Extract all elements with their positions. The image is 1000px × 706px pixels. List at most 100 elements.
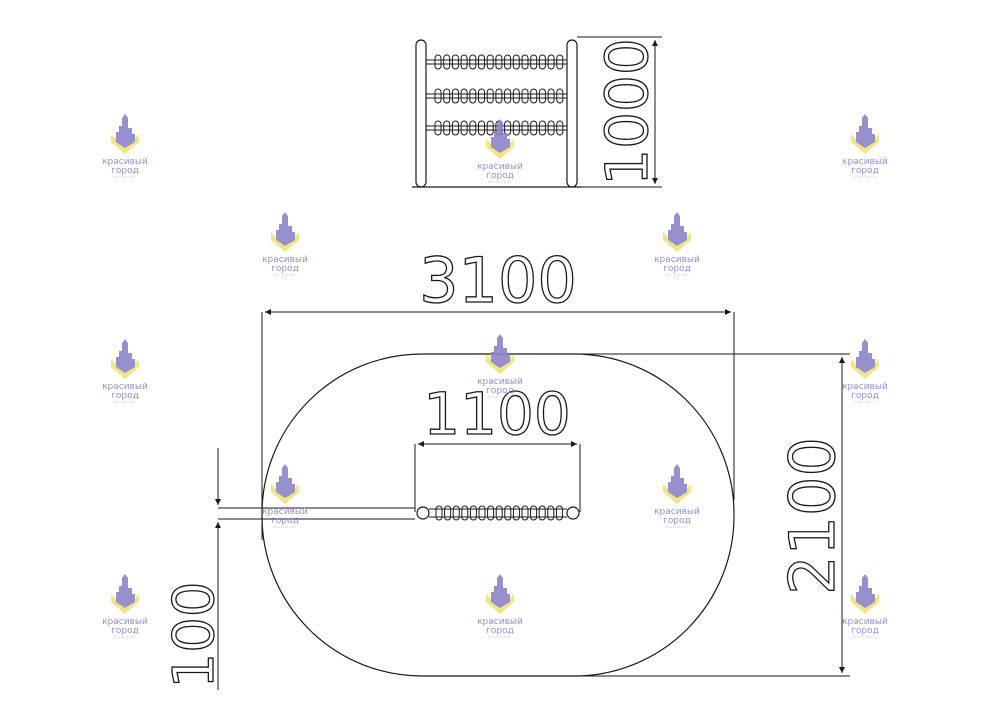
logo-chevron-icon (851, 134, 879, 154)
watermark-brand-line1: красивый (842, 382, 888, 392)
city-shield-logo-icon (856, 574, 875, 608)
roller-segment (469, 88, 477, 104)
watermark-brand-line1: красивый (102, 617, 148, 627)
roller-segment (434, 88, 442, 104)
roller-segment (495, 505, 503, 521)
city-shield-logo-icon (856, 339, 875, 373)
roller-segment (451, 54, 459, 70)
roller-segment (504, 54, 512, 70)
watermark-brand-line1: красивый (102, 382, 148, 392)
watermark-brand-line1: красивый (654, 507, 700, 517)
depth-overall-label: 2100 (776, 437, 849, 595)
left-post-plan (416, 506, 430, 520)
roller-segment (504, 88, 512, 104)
city-shield-logo-icon (276, 212, 295, 246)
roller-segment (547, 54, 555, 70)
roller-segment (469, 120, 477, 136)
roller-segment (452, 505, 460, 521)
roller-bars (426, 54, 567, 136)
city-shield-logo-icon (116, 339, 135, 373)
elevation-view: 1000 (412, 36, 662, 188)
watermark-brand-line1: красивый (842, 617, 888, 627)
roller-bar-plan (429, 505, 567, 521)
roller-segment (469, 54, 477, 70)
roller-segment (435, 505, 443, 521)
city-shield-logo-icon (491, 574, 510, 608)
watermark-brand-line2: город (486, 171, 514, 181)
roller-segment (521, 88, 529, 104)
city-shield-logo-icon (491, 119, 510, 153)
roller-segment (538, 54, 546, 70)
left-post (415, 39, 427, 188)
roller-segment (469, 505, 477, 521)
logo-chevron-icon (486, 139, 514, 159)
watermark-brand-line2: город (486, 626, 514, 636)
roller-segment (495, 88, 503, 104)
logo-chevron-icon (486, 594, 514, 614)
roller-segment (443, 54, 451, 70)
roller-segment (521, 505, 529, 521)
watermark-brand-line2: город (271, 516, 299, 526)
roller-row (426, 88, 567, 104)
roller-segment (434, 120, 442, 136)
logo-chevron-icon (111, 134, 139, 154)
height-dimension-label: 1000 (593, 38, 661, 186)
city-shield-logo-icon (116, 574, 135, 608)
roller-segment (504, 505, 512, 521)
roller-segment (521, 54, 529, 70)
roller-segment (547, 505, 555, 521)
roller-segment (530, 54, 538, 70)
width-overall-label: 3100 (419, 244, 577, 317)
roller-segment (538, 88, 546, 104)
roller-segment (504, 120, 512, 136)
roller-segment (512, 120, 520, 136)
city-shield-logo-icon (856, 114, 875, 148)
plan-view: 3100 1100 100 2100 (161, 243, 850, 690)
roller-segment (478, 120, 485, 136)
logo-chevron-icon (111, 594, 139, 614)
logo-chevron-icon (111, 359, 139, 379)
roller-segment (547, 120, 555, 136)
watermark-brand-line1: красивый (262, 507, 308, 517)
watermark-brand-line1: красивый (477, 377, 523, 387)
roller-segment (443, 120, 451, 136)
city-shield-logo-icon (116, 114, 135, 148)
roller-segment (530, 505, 538, 521)
roller-segment (512, 88, 520, 104)
roller-segment (486, 120, 494, 136)
roller-segment (495, 54, 503, 70)
city-shield-logo-icon (491, 334, 510, 368)
logo-chevron-icon (851, 359, 879, 379)
width-inner-label: 1100 (423, 380, 571, 448)
roller-segment (451, 88, 459, 104)
roller-segment (460, 88, 468, 104)
roller-segment (538, 120, 546, 136)
logo-chevron-icon (271, 232, 299, 252)
roller-segment (478, 505, 486, 521)
offset-label: 100 (162, 582, 227, 689)
watermark-brand-line2: город (851, 166, 879, 176)
roller-segment (530, 88, 538, 104)
roller-segment (443, 88, 451, 104)
watermark-brand-line2: город (111, 391, 139, 401)
city-shield-logo-icon (668, 212, 687, 246)
roller-row (426, 120, 567, 136)
roller-segment (538, 505, 546, 521)
watermark-brand-line2: город (111, 626, 139, 636)
logo-chevron-icon (486, 354, 514, 374)
watermark-brand-line2: город (486, 386, 514, 396)
watermark-brand-line2: город (111, 166, 139, 176)
roller-segment (461, 505, 469, 521)
watermark-brand-line1: красивый (477, 617, 523, 627)
roller-segment (478, 88, 485, 104)
